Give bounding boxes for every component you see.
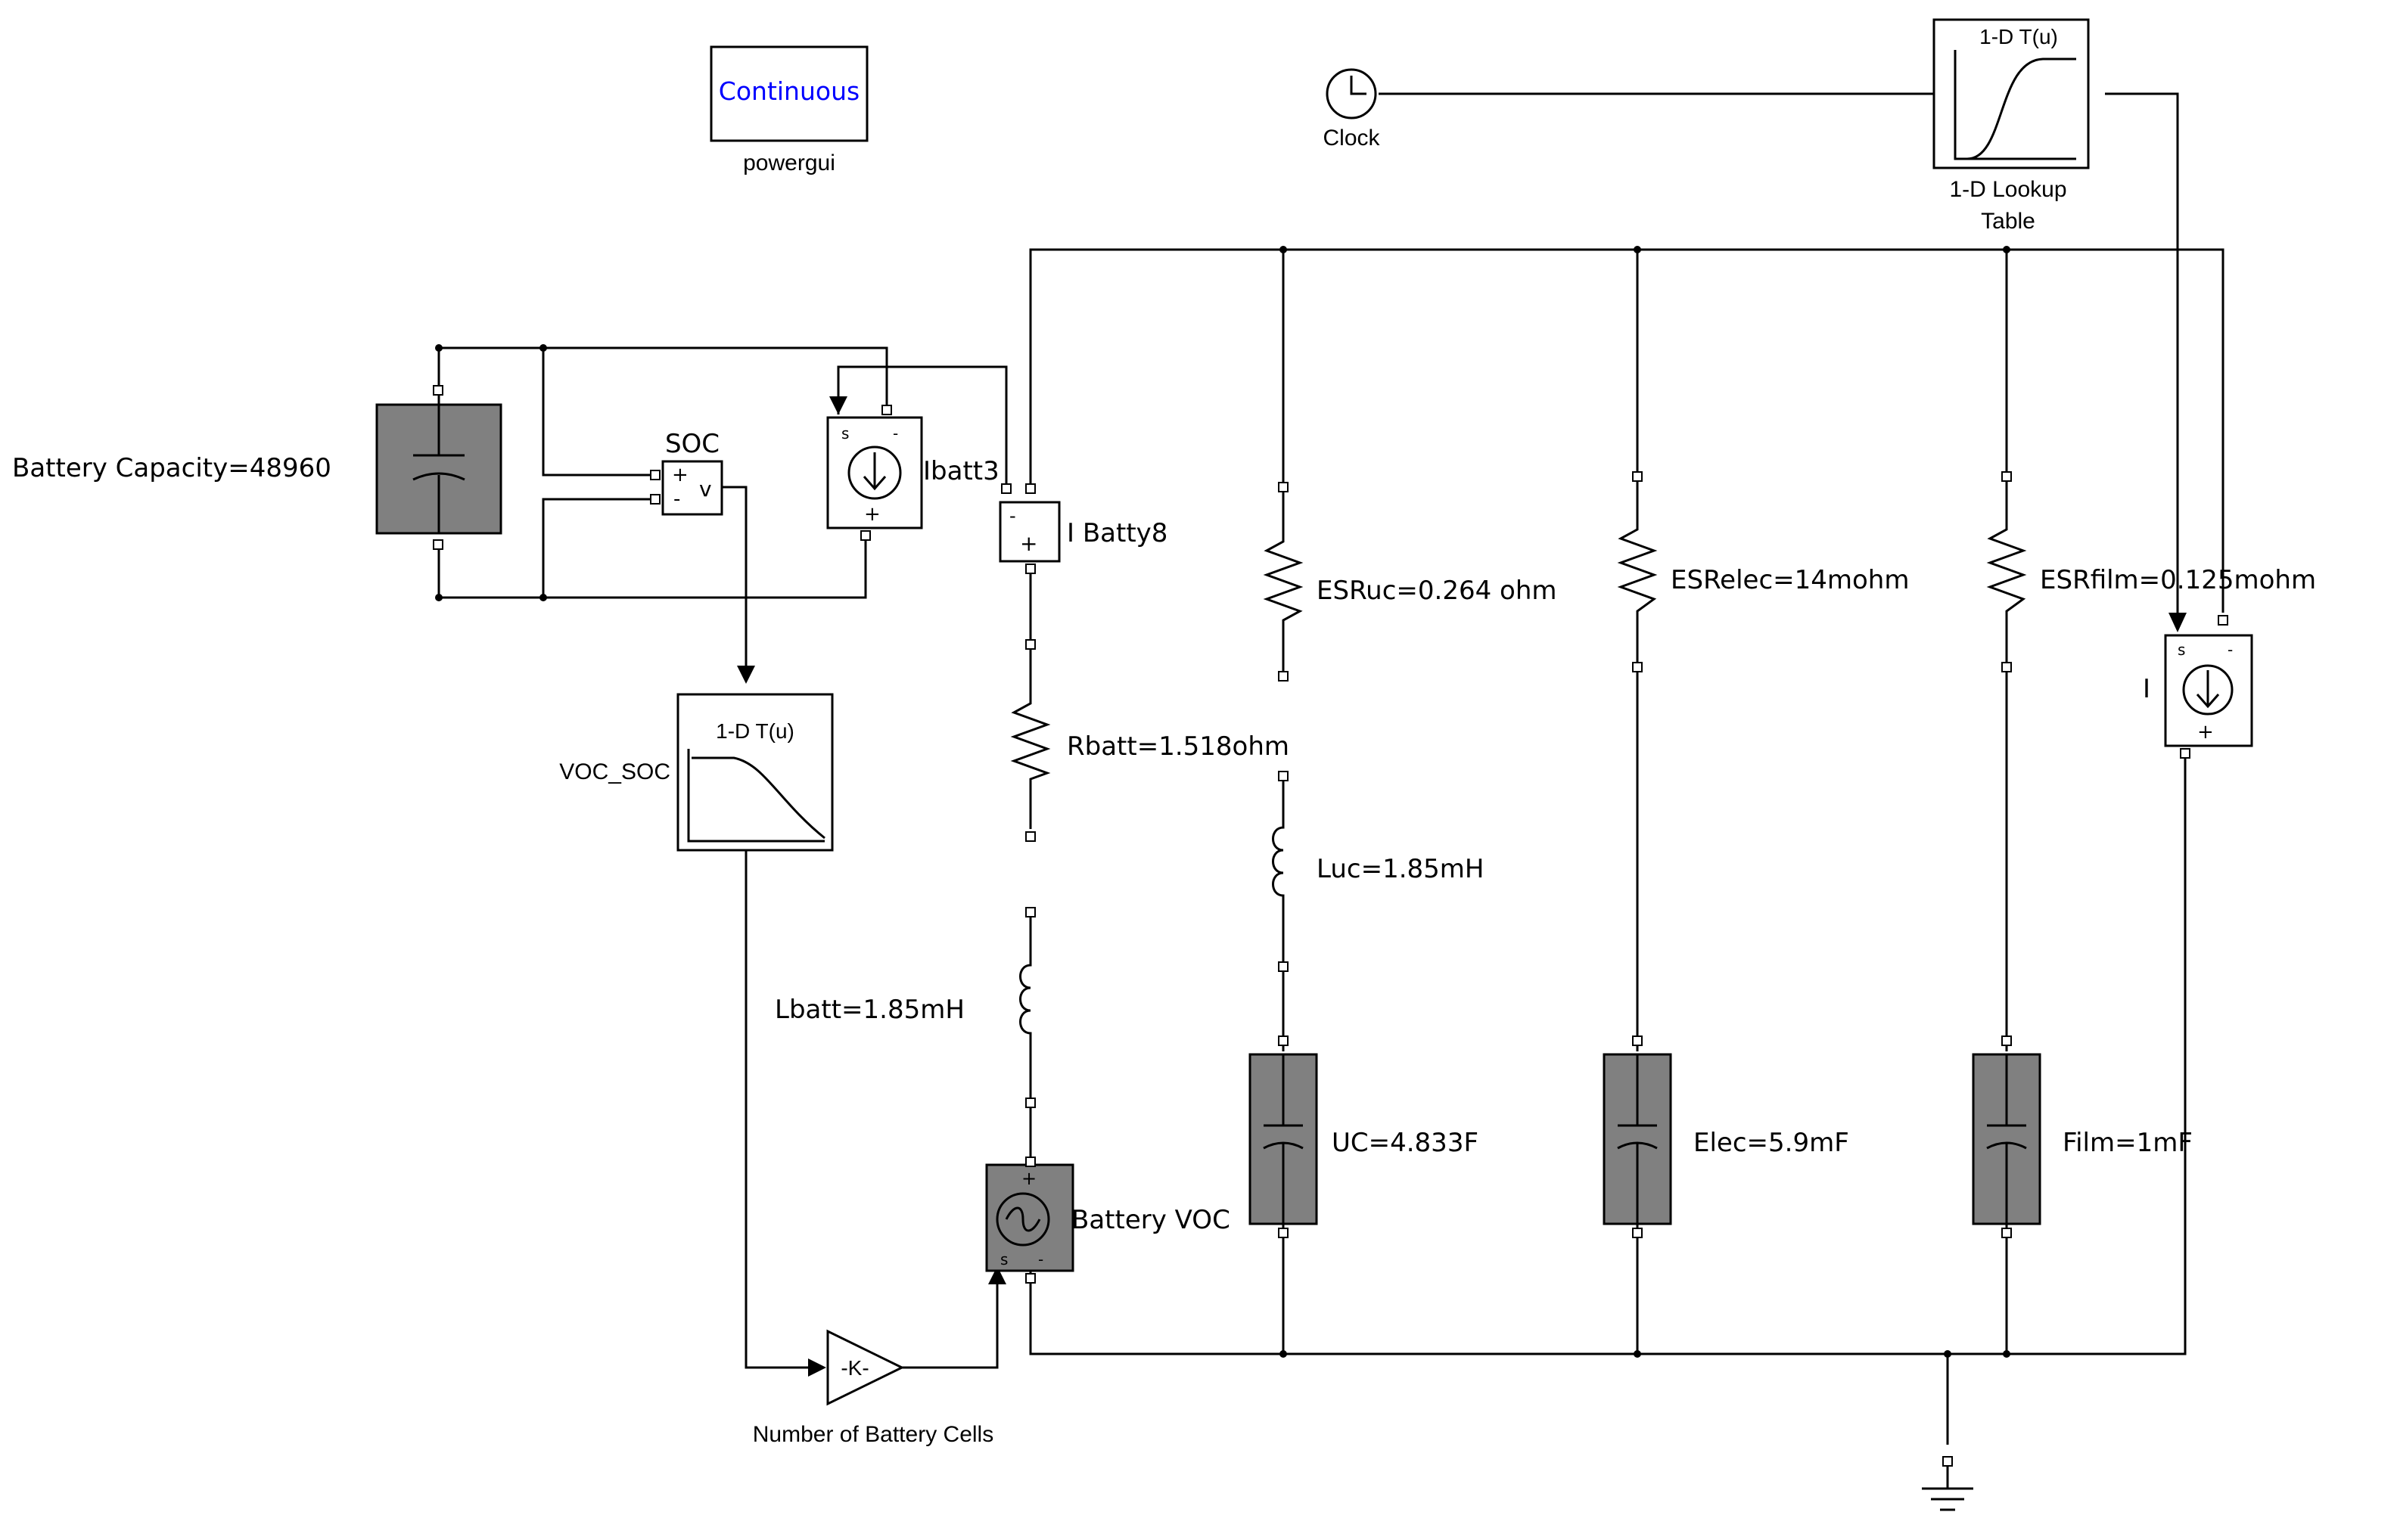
- battery-voc-s-mark: s: [1000, 1250, 1008, 1268]
- powergui-block[interactable]: Continuous: [710, 45, 869, 142]
- current-source-arrow-icon: [863, 452, 887, 491]
- wire-top-bus[interactable]: [1029, 248, 2224, 613]
- voc-soc-lookup-block[interactable]: 1-D T(u): [676, 693, 834, 852]
- arrow-ibatt3-input: [829, 396, 847, 414]
- soc-name: SOC: [665, 429, 720, 459]
- esr-elec-resistor[interactable]: [1617, 471, 1658, 672]
- esr-uc-label: ESRuc=0.264 ohm: [1317, 576, 1557, 606]
- wire-cap-bottom[interactable]: [437, 536, 867, 599]
- voc-soc-name: VOC_SOC: [559, 759, 670, 784]
- wire-cap-to-soc-minus[interactable]: [542, 498, 651, 598]
- arrow-load-input: [2168, 613, 2187, 632]
- elec-capacitor[interactable]: [1603, 1035, 1672, 1238]
- esr-uc-resistor[interactable]: [1263, 482, 1304, 682]
- lbatt-label: Lbatt=1.85mH: [775, 995, 965, 1025]
- battery-capacity-label: Battery Capacity=48960: [12, 453, 331, 483]
- luc-inductor[interactable]: [1272, 771, 1289, 972]
- powergui-mode-label: Continuous: [719, 76, 860, 106]
- elec-label: Elec=5.9mF: [1693, 1128, 1849, 1158]
- wire-bottom-bus[interactable]: [1029, 752, 2187, 1355]
- uc-capacitor[interactable]: [1248, 1035, 1318, 1238]
- voc-soc-header: 1-D T(u): [716, 719, 794, 743]
- wire-cap-top[interactable]: [437, 346, 888, 414]
- load-minus-mark: -: [2228, 641, 2233, 659]
- soc-output-mark: v: [699, 477, 712, 501]
- load-plus-mark: +: [2197, 721, 2214, 744]
- battery-voc-plus-mark: +: [1021, 1168, 1037, 1189]
- arrow-voc-table-input: [737, 666, 755, 684]
- ibatt3-name: Ibatt3: [923, 456, 1000, 486]
- arrow-gain-input: [808, 1358, 826, 1377]
- gain-name: Number of Battery Cells: [753, 1422, 993, 1447]
- clock-name: Clock: [1323, 126, 1380, 151]
- battery-capacity-capacitor[interactable]: [375, 385, 502, 550]
- wire-voc-table-to-gain[interactable]: [745, 841, 808, 1369]
- voc-soc-curve-icon: [687, 749, 825, 843]
- rbatt-label: Rbatt=1.518ohm: [1067, 731, 1289, 762]
- wire-cap-to-soc-plus[interactable]: [542, 348, 651, 477]
- wire-lookup-to-load[interactable]: [2105, 92, 2179, 613]
- lbatt-inductor[interactable]: [1019, 907, 1036, 1108]
- soc-plus-mark: +: [672, 464, 689, 486]
- soc-minus-mark: -: [673, 488, 680, 511]
- ibatty8-minus-mark: -: [1009, 505, 1016, 526]
- clock-block[interactable]: [1326, 68, 1377, 120]
- junctions: [435, 246, 2010, 1358]
- wire-ibatt-meas[interactable]: [837, 365, 1008, 484]
- film-capacitor[interactable]: [1972, 1035, 2041, 1238]
- esr-elec-label: ESRelec=14mohm: [1671, 565, 1909, 595]
- powergui-name: powergui: [743, 151, 835, 175]
- ibatt3-current-source[interactable]: s - +: [826, 405, 923, 541]
- ground-symbol[interactable]: [1922, 1456, 1973, 1511]
- battery-voc-voltage-source[interactable]: + s -: [985, 1157, 1074, 1284]
- film-label: Film=1mF: [2063, 1128, 2193, 1158]
- lookup-table-name-1: 1-D Lookup: [1949, 177, 2066, 202]
- load-source-name: I: [2143, 674, 2150, 704]
- gain-block[interactable]: -K-: [826, 1329, 905, 1406]
- luc-label: Luc=1.85mH: [1317, 854, 1484, 884]
- battery-voc-name: Battery VOC: [1071, 1205, 1230, 1235]
- lookup-table-block[interactable]: 1-D T(u): [1932, 18, 2090, 169]
- arrow-battery-voc-input: [988, 1266, 1006, 1284]
- ac-wave-icon: [1005, 1206, 1041, 1232]
- esr-film-label: ESRfilm=0.125mohm: [2040, 565, 2316, 595]
- ibatt3-s-mark: s: [841, 424, 849, 442]
- soc-voltage-sensor[interactable]: + - v: [650, 460, 723, 516]
- load-current-source[interactable]: s - +: [2164, 615, 2253, 759]
- ibatty8-plus-mark: +: [1020, 531, 1037, 556]
- wires: [437, 85, 2224, 1445]
- uc-label: UC=4.833F: [1332, 1128, 1478, 1158]
- lookup-table-header: 1-D T(u): [1979, 25, 2058, 48]
- load-s-mark: s: [2178, 641, 2185, 659]
- rbatt-resistor[interactable]: [1010, 639, 1051, 842]
- ibatty8-name: I Batty8: [1067, 518, 1167, 548]
- ibatt3-minus-mark: -: [893, 424, 898, 442]
- ibatt3-plus-mark: +: [864, 503, 881, 526]
- wire-soc-to-voc-table[interactable]: [722, 486, 748, 666]
- battery-voc-minus-mark: -: [1038, 1250, 1043, 1268]
- lookup-table-curve-icon: [1954, 50, 2076, 160]
- lookup-table-name-2: Table: [1981, 209, 2035, 234]
- gain-symbol: -K-: [841, 1356, 869, 1380]
- ibatty8-current-measurement[interactable]: - +: [999, 483, 1061, 574]
- wire-gain-to-voc[interactable]: [902, 1284, 999, 1369]
- esr-film-resistor[interactable]: [1986, 471, 2027, 672]
- load-current-arrow-icon: [2196, 670, 2220, 709]
